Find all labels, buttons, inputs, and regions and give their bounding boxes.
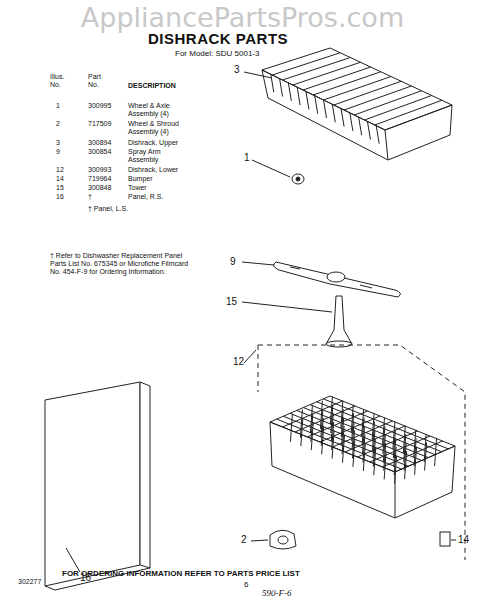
part-number: 300894	[88, 139, 111, 147]
handwritten-code: 590-F-6	[262, 588, 292, 598]
rack-wire	[367, 121, 370, 139]
rack-wire	[311, 422, 313, 450]
part-number: 300995	[88, 102, 111, 110]
rack-wire	[323, 399, 448, 449]
rack-wire	[297, 410, 422, 460]
door-panel	[45, 382, 150, 590]
callout-number: 1	[244, 152, 250, 164]
part-description: Wheel & Shroud Assembly (4)	[128, 120, 192, 136]
callout-number: 3	[234, 64, 240, 76]
wheel-axle	[292, 174, 304, 184]
illus-number: 16	[56, 193, 64, 201]
rack-wire	[306, 91, 309, 109]
illus-number: 1	[56, 102, 60, 110]
part-description: Dishrack, Lower	[128, 166, 192, 174]
model-number: For Model: SDU 5001-3	[175, 49, 259, 58]
watermark: AppliancePartsPros.com	[81, 2, 404, 33]
wheel-shroud	[270, 530, 296, 549]
rack-wire	[317, 402, 442, 452]
illus-number: 2	[56, 120, 60, 128]
rack-wire	[395, 456, 397, 484]
upper-dishrack	[262, 48, 452, 160]
rack-wire	[297, 87, 300, 105]
lower-rack-outline	[258, 345, 465, 560]
part-description: Panel, R.S.	[128, 193, 192, 201]
page-number: 6	[244, 580, 248, 589]
rack-wire	[405, 451, 407, 479]
part-description: Wheel & Axle Assembly (4)	[128, 102, 192, 118]
rack-wire	[376, 126, 379, 144]
part-number: †	[88, 193, 92, 201]
rack-wire	[384, 451, 386, 479]
rack-wire	[425, 443, 427, 471]
rack-wire	[322, 426, 324, 454]
rack-wire	[415, 447, 417, 475]
callout-number: 14	[458, 534, 469, 546]
rack-wire	[350, 113, 353, 131]
rack-wire	[435, 438, 437, 466]
rack-wire	[271, 74, 274, 92]
rack-wire	[290, 414, 292, 442]
rack-wire	[280, 79, 283, 97]
part-number: 300848	[88, 184, 111, 192]
part-description: Tower	[128, 184, 192, 192]
part-number: 717509	[88, 120, 111, 128]
illus-number: 3	[56, 139, 60, 147]
illus-number: 9	[56, 148, 60, 156]
rack-wire	[332, 104, 335, 122]
rack-wire	[341, 109, 344, 127]
rack-wire	[288, 83, 291, 101]
reference-note: † Refer to Dishwasher Replacement Panel …	[50, 252, 200, 276]
tower	[326, 296, 352, 347]
panel-note: † Panel, L.S.	[88, 205, 128, 213]
lower-dishrack	[270, 396, 455, 518]
rack-wire	[353, 439, 355, 467]
rack-wire	[324, 100, 327, 118]
column-header: Part No.	[88, 73, 112, 89]
callout-number: 9	[230, 256, 236, 268]
rack-wire	[301, 418, 303, 446]
part-description: Dishrack, Upper	[128, 139, 192, 147]
part-description: Bumper	[128, 175, 192, 183]
rack-wire	[343, 435, 345, 463]
part-description: Spray Arm Assembly	[128, 148, 192, 164]
part-number: 300993	[88, 166, 111, 174]
illus-number: 14	[56, 175, 64, 183]
rack-wire	[283, 416, 408, 466]
rack-wire	[374, 447, 376, 475]
document-number: 302277	[18, 578, 41, 586]
callout-number: 2	[241, 534, 247, 546]
rack-wire	[332, 431, 334, 459]
illus-number: 15	[56, 184, 64, 192]
column-header: Illus. No.	[50, 73, 76, 89]
rack-wire	[303, 408, 428, 458]
callout-number: 15	[226, 296, 237, 308]
part-number: 300854	[88, 148, 111, 156]
part-number: 719964	[88, 175, 111, 183]
leader-lines	[66, 72, 456, 572]
spray-arm	[274, 262, 401, 297]
column-header: DESCRIPTION	[128, 82, 176, 90]
illus-number: 12	[56, 166, 64, 174]
footer-note: FOR ORDERING INFORMATION REFER TO PARTS …	[62, 569, 300, 578]
rack-wire	[359, 117, 362, 135]
rack-wire	[375, 100, 442, 125]
callout-number: 12	[233, 356, 244, 368]
rack-wire	[363, 443, 365, 471]
rack-wire	[315, 96, 318, 114]
bumper	[440, 532, 450, 546]
